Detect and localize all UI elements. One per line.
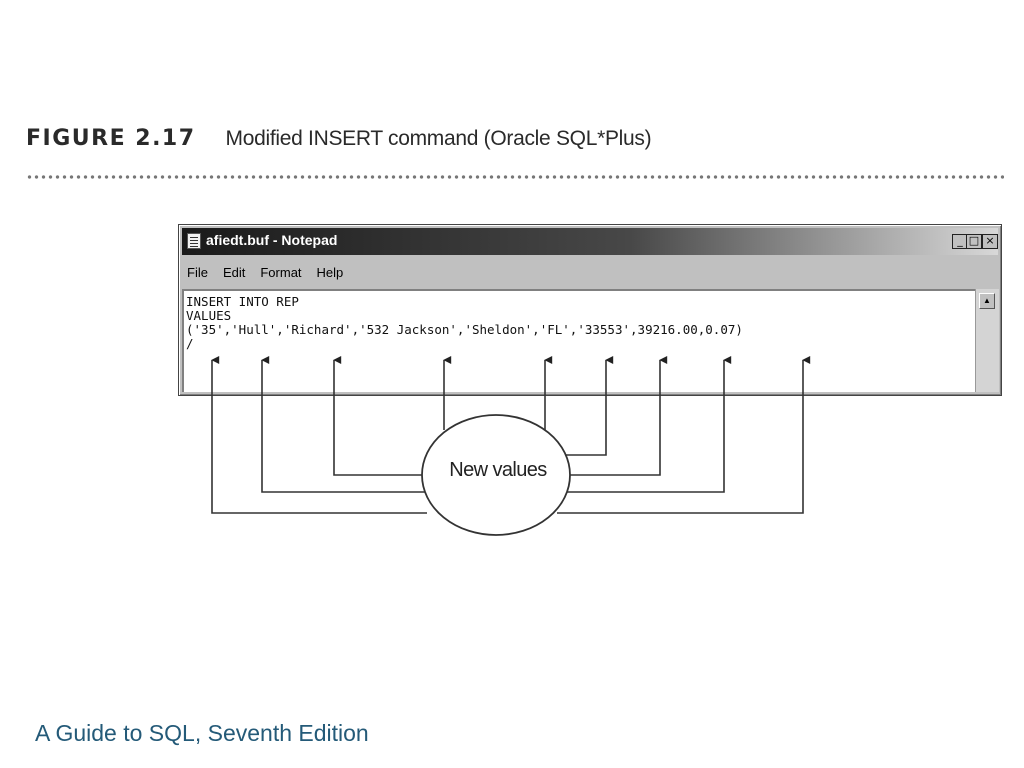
menu-file[interactable]: File — [187, 264, 208, 280]
window-title: afiedt.buf - Notepad — [206, 232, 338, 248]
maximize-button[interactable]: □ — [966, 234, 982, 249]
notepad-icon[interactable] — [187, 233, 201, 249]
code-line-3: ('35','Hull','Richard','532 Jackson','Sh… — [186, 322, 743, 337]
code-line-4: / — [186, 336, 194, 351]
code-line-2: VALUES — [186, 308, 232, 323]
notepad-window: afiedt.buf - Notepad _ □ × File Edit For… — [178, 224, 1002, 396]
footer-text: A Guide to SQL, Seventh Edition — [35, 720, 369, 746]
code-line-1: INSERT INTO REP — [186, 294, 299, 309]
menu-help[interactable]: Help — [316, 264, 344, 280]
menu-edit[interactable]: Edit — [222, 264, 246, 280]
dotted-divider — [26, 174, 1004, 180]
figure-label: FIGURE 2.17 — [26, 126, 196, 151]
menu-bar: File Edit Format Help — [183, 261, 354, 283]
editor-text[interactable]: INSERT INTO REP VALUES ('35','Hull','Ric… — [186, 295, 743, 351]
text-editor[interactable]: INSERT INTO REP VALUES ('35','Hull','Ric… — [182, 289, 975, 392]
figure-header: FIGURE 2.17 Modified INSERT command (Ora… — [26, 126, 652, 158]
menu-format[interactable]: Format — [260, 264, 302, 280]
vertical-scrollbar[interactable]: ▲ — [975, 289, 999, 392]
close-button[interactable]: × — [982, 234, 998, 249]
scroll-up-arrow-icon[interactable]: ▲ — [979, 293, 995, 309]
callout-label: New values — [449, 459, 547, 481]
figure-caption: Modified INSERT command (Oracle SQL*Plus… — [225, 127, 652, 150]
title-bar[interactable]: afiedt.buf - Notepad _ □ × — [182, 228, 998, 255]
